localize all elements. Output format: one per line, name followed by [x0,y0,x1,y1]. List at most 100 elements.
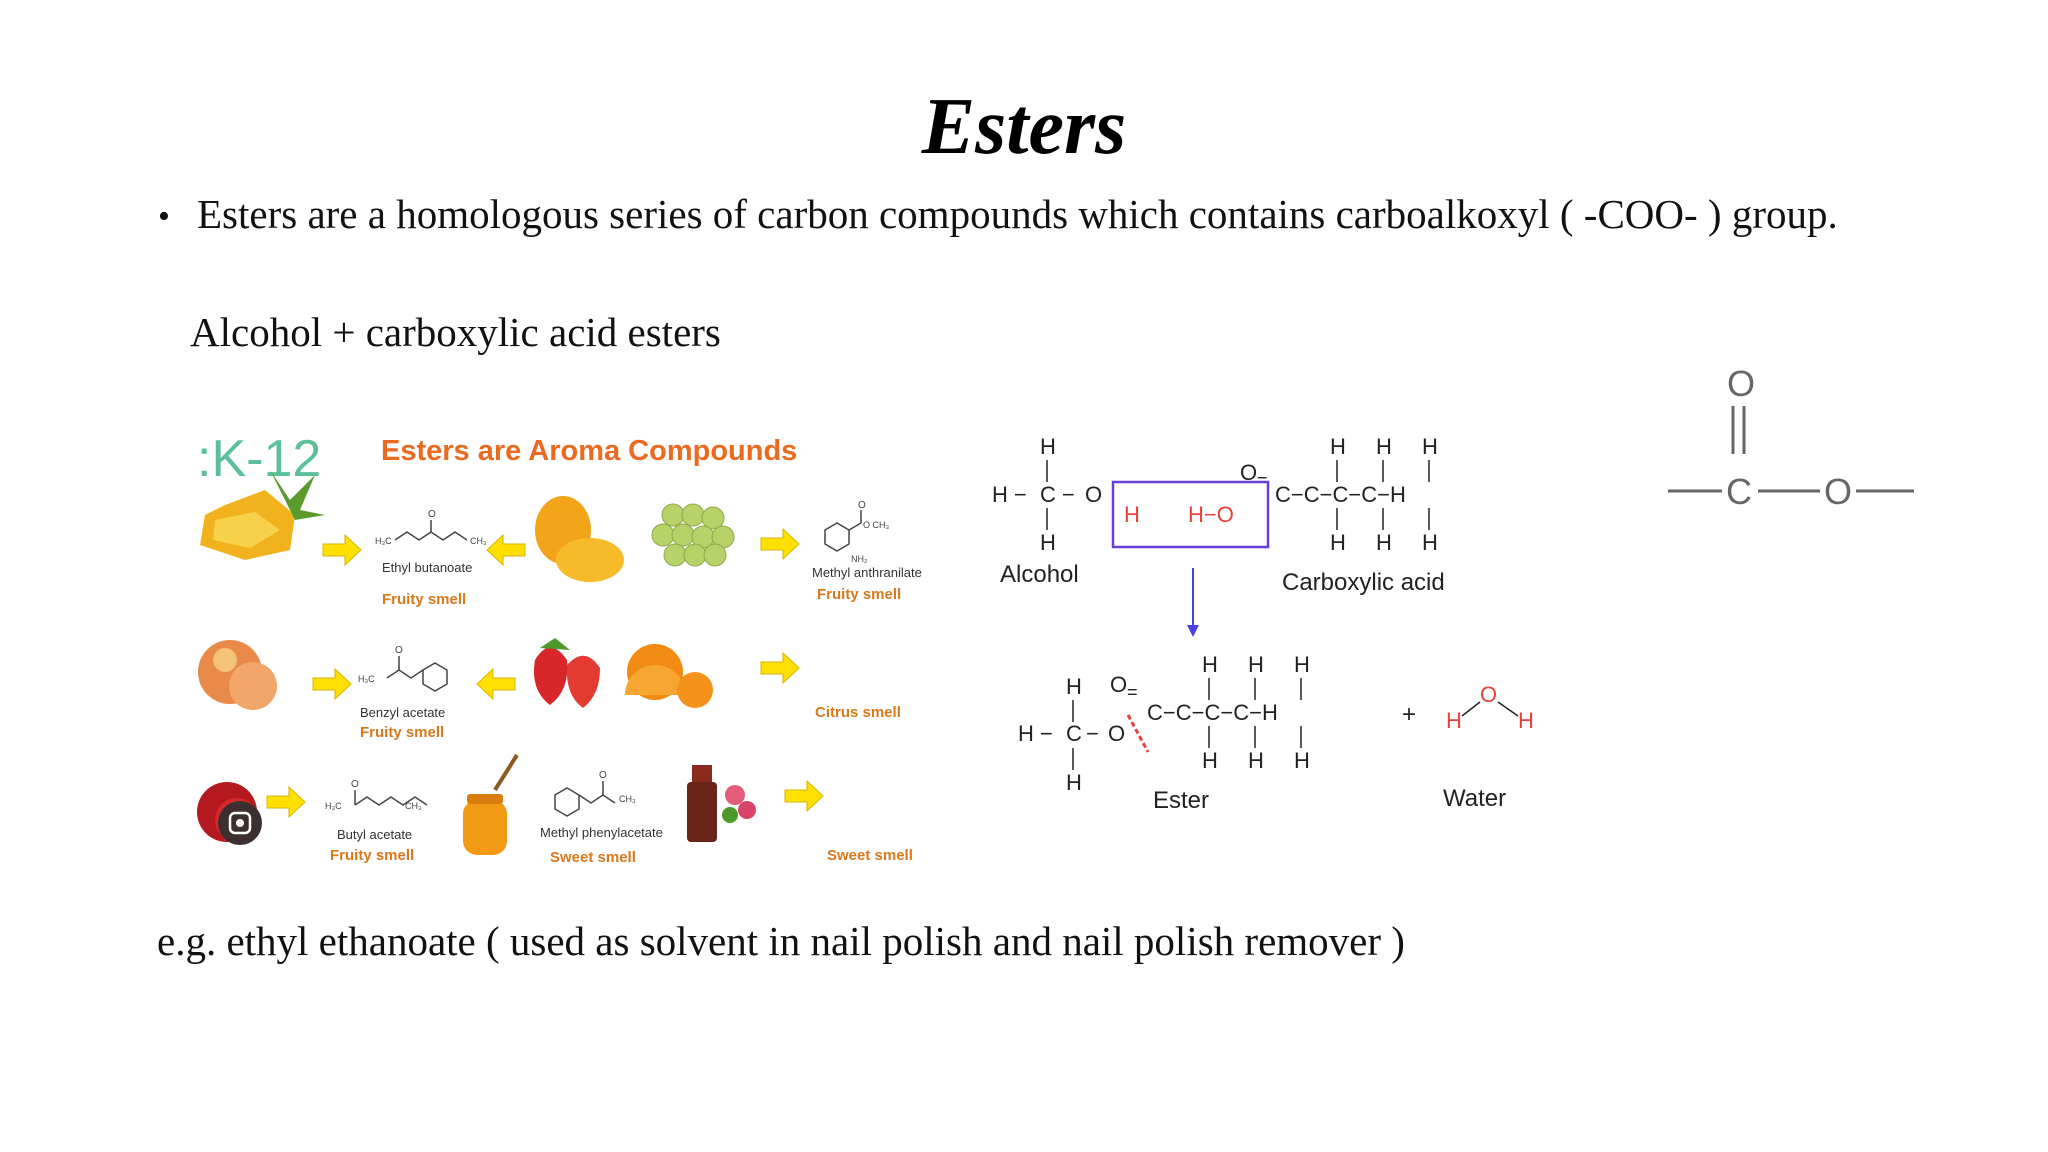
svg-text:H: H [1066,770,1082,795]
svg-text:=: = [1257,470,1268,490]
svg-text:H: H [1202,652,1218,677]
svg-text:O CH₃: O CH₃ [863,520,890,530]
smell-label: Citrus smell [815,704,901,721]
ethyl-butanoate-structure: O H₃C CH₃ [375,509,487,546]
svg-text:NH₂: NH₂ [851,554,868,564]
ck12-logo: :K-12 [197,430,321,488]
slide-title: Esters [921,83,1127,171]
svg-text:H: H [1518,708,1534,733]
methyl-anthranilate-structure: O O CH₃ NH₂ [824,500,890,564]
svg-text:−: − [1040,721,1053,746]
svg-text:H: H [1294,652,1310,677]
svg-text:H: H [1248,652,1264,677]
svg-text:C: C [1066,721,1082,746]
mango-image [535,496,624,582]
honey-jar-image [463,753,519,855]
svg-text:O: O [351,779,359,790]
svg-text:C: C [1726,471,1752,512]
aroma-compounds-panel: :K-12 Esters are Aroma Compounds O H₃C C… [197,430,922,866]
svg-text:O: O [1110,672,1127,697]
svg-text:H: H [1422,434,1438,459]
pineapple-image [200,470,325,560]
smell-label: Fruity smell [360,724,444,741]
svg-text:O: O [1824,471,1852,512]
svg-text:H: H [1376,530,1392,555]
svg-text:CH₃: CH₃ [405,801,422,811]
svg-text:−: − [1086,721,1099,746]
svg-text:H: H [1422,530,1438,555]
smell-label: Fruity smell [817,586,901,603]
arrow-right-icon [784,779,824,813]
compound-name: Benzyl acetate [360,705,445,720]
svg-text:H: H [992,482,1008,507]
svg-text:O: O [1727,363,1755,404]
arrow-right-icon [266,785,306,819]
arrow-left-icon [476,667,516,701]
carboalkoxyl-group-structure: O C O [1668,363,1914,512]
svg-text:O: O [1085,482,1102,507]
svg-text:O: O [1240,460,1257,485]
svg-text:H−O: H−O [1188,502,1234,527]
butyl-acetate-structure: O H₃C CH₃ [325,779,428,811]
svg-text:O: O [1480,682,1497,707]
orange-image [625,644,713,708]
peach-image [198,640,277,710]
grapes-image [651,503,735,567]
smell-label: Fruity smell [330,847,414,864]
svg-text:C−C−C−C−H: C−C−C−C−H [1147,700,1278,725]
compound-name: Ethyl butanoate [382,560,472,575]
smell-label: Sweet smell [550,849,636,866]
svg-text:O: O [599,770,607,781]
compound-name: Methyl anthranilate [812,565,922,580]
arrow-right-icon [322,533,362,567]
ester-label: Ester [1153,787,1209,814]
alcohol-label: Alcohol [1000,561,1079,588]
bullet-marker: • [158,198,170,235]
water-molecule: H O H [1446,682,1534,733]
svg-text:O: O [428,509,436,520]
svg-text:C−C−C−C−H: C−C−C−C−H [1275,482,1406,507]
svg-text:H: H [1018,721,1034,746]
perfume-bottle-image [687,765,756,842]
svg-text:CH₃: CH₃ [619,794,636,804]
example-text: e.g. ethyl ethanoate ( used as solvent i… [157,918,1405,964]
bullet-text: Esters are a homologous series of carbon… [197,191,1838,237]
svg-text:−: − [1014,482,1027,507]
svg-text:O: O [858,500,866,511]
svg-text:O: O [1108,721,1125,746]
svg-text:H₃C: H₃C [358,674,375,684]
arrow-right-icon [760,527,800,561]
plus-sign: + [1402,701,1416,728]
svg-text:H: H [1124,502,1140,527]
benzyl-acetate-structure: O H₃C [358,645,448,692]
acid-label: Carboxylic acid [1282,569,1445,596]
svg-text:H: H [1248,748,1264,773]
water-removal-box [1111,480,1270,549]
svg-text:C: C [1040,482,1056,507]
lens-search-icon[interactable] [218,801,262,845]
svg-text:H: H [1040,434,1056,459]
arrow-right-icon [312,667,352,701]
water-label: Water [1443,785,1506,812]
svg-text:CH₃: CH₃ [470,536,487,546]
svg-text:=: = [1127,682,1138,702]
cleavage-mark [1126,714,1150,753]
svg-text:H: H [1330,530,1346,555]
reaction-arrowhead [1187,625,1199,637]
svg-text:−: − [1062,482,1075,507]
svg-text:H: H [1066,674,1082,699]
aroma-heading: Esters are Aroma Compounds [381,435,797,467]
svg-text:H: H [1202,748,1218,773]
compound-name: Butyl acetate [337,827,412,842]
methyl-phenylacetate-structure: O CH₃ [554,770,636,817]
strawberry-image [534,638,600,708]
svg-text:O: O [395,645,403,656]
svg-text:H₃C: H₃C [325,801,342,811]
svg-text:H: H [1446,708,1462,733]
reaction-equation: Alcohol + carboxylic acid esters [190,309,721,355]
smell-label: Fruity smell [382,591,466,608]
svg-text:H: H [1376,434,1392,459]
svg-text:H: H [1294,748,1310,773]
svg-text:H: H [1330,434,1346,459]
